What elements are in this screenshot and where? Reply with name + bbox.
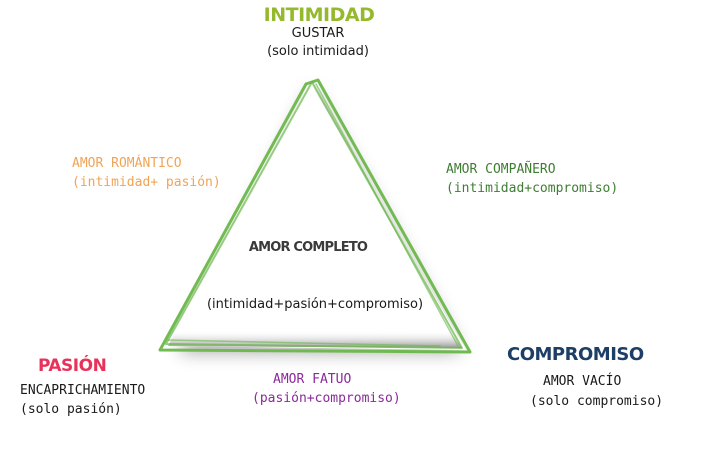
- triangle-fill: [166, 82, 466, 350]
- center-love-type: AMOR COMPLETO: [248, 240, 368, 255]
- vertex-compromiso-love-type: AMOR VACÍO: [543, 374, 622, 389]
- vertex-pasion-title: PASIÓN: [38, 356, 107, 376]
- edge-fatuo-components: (pasión+compromiso): [252, 391, 401, 406]
- vertex-intimidad-title: INTIMIDAD: [263, 4, 375, 26]
- edge-romantico-love-type: AMOR ROMÁNTICO: [72, 156, 182, 171]
- vertex-compromiso-title: COMPROMISO: [507, 344, 644, 365]
- center-components: (intimidad+pasión+compromiso): [206, 297, 424, 312]
- edge-companero-love-type: AMOR COMPAÑERO: [446, 162, 556, 177]
- vertex-pasion-components: (solo pasión): [20, 402, 122, 417]
- vertex-intimidad-love-type: GUSTAR: [291, 26, 345, 41]
- vertex-pasion-love-type: ENCAPRICHAMIENTO: [20, 383, 146, 398]
- edge-companero-components: (intimidad+compromiso): [446, 181, 619, 196]
- vertex-intimidad-components: (solo intimidad): [267, 44, 369, 59]
- triangle-base-shade: [168, 330, 462, 348]
- triangle-outline: [158, 78, 472, 354]
- edge-romantico-components: (intimidad+ pasión): [72, 175, 221, 190]
- vertex-compromiso-components: (solo compromiso): [530, 394, 664, 409]
- edge-fatuo-love-type: AMOR FATUO: [273, 372, 352, 387]
